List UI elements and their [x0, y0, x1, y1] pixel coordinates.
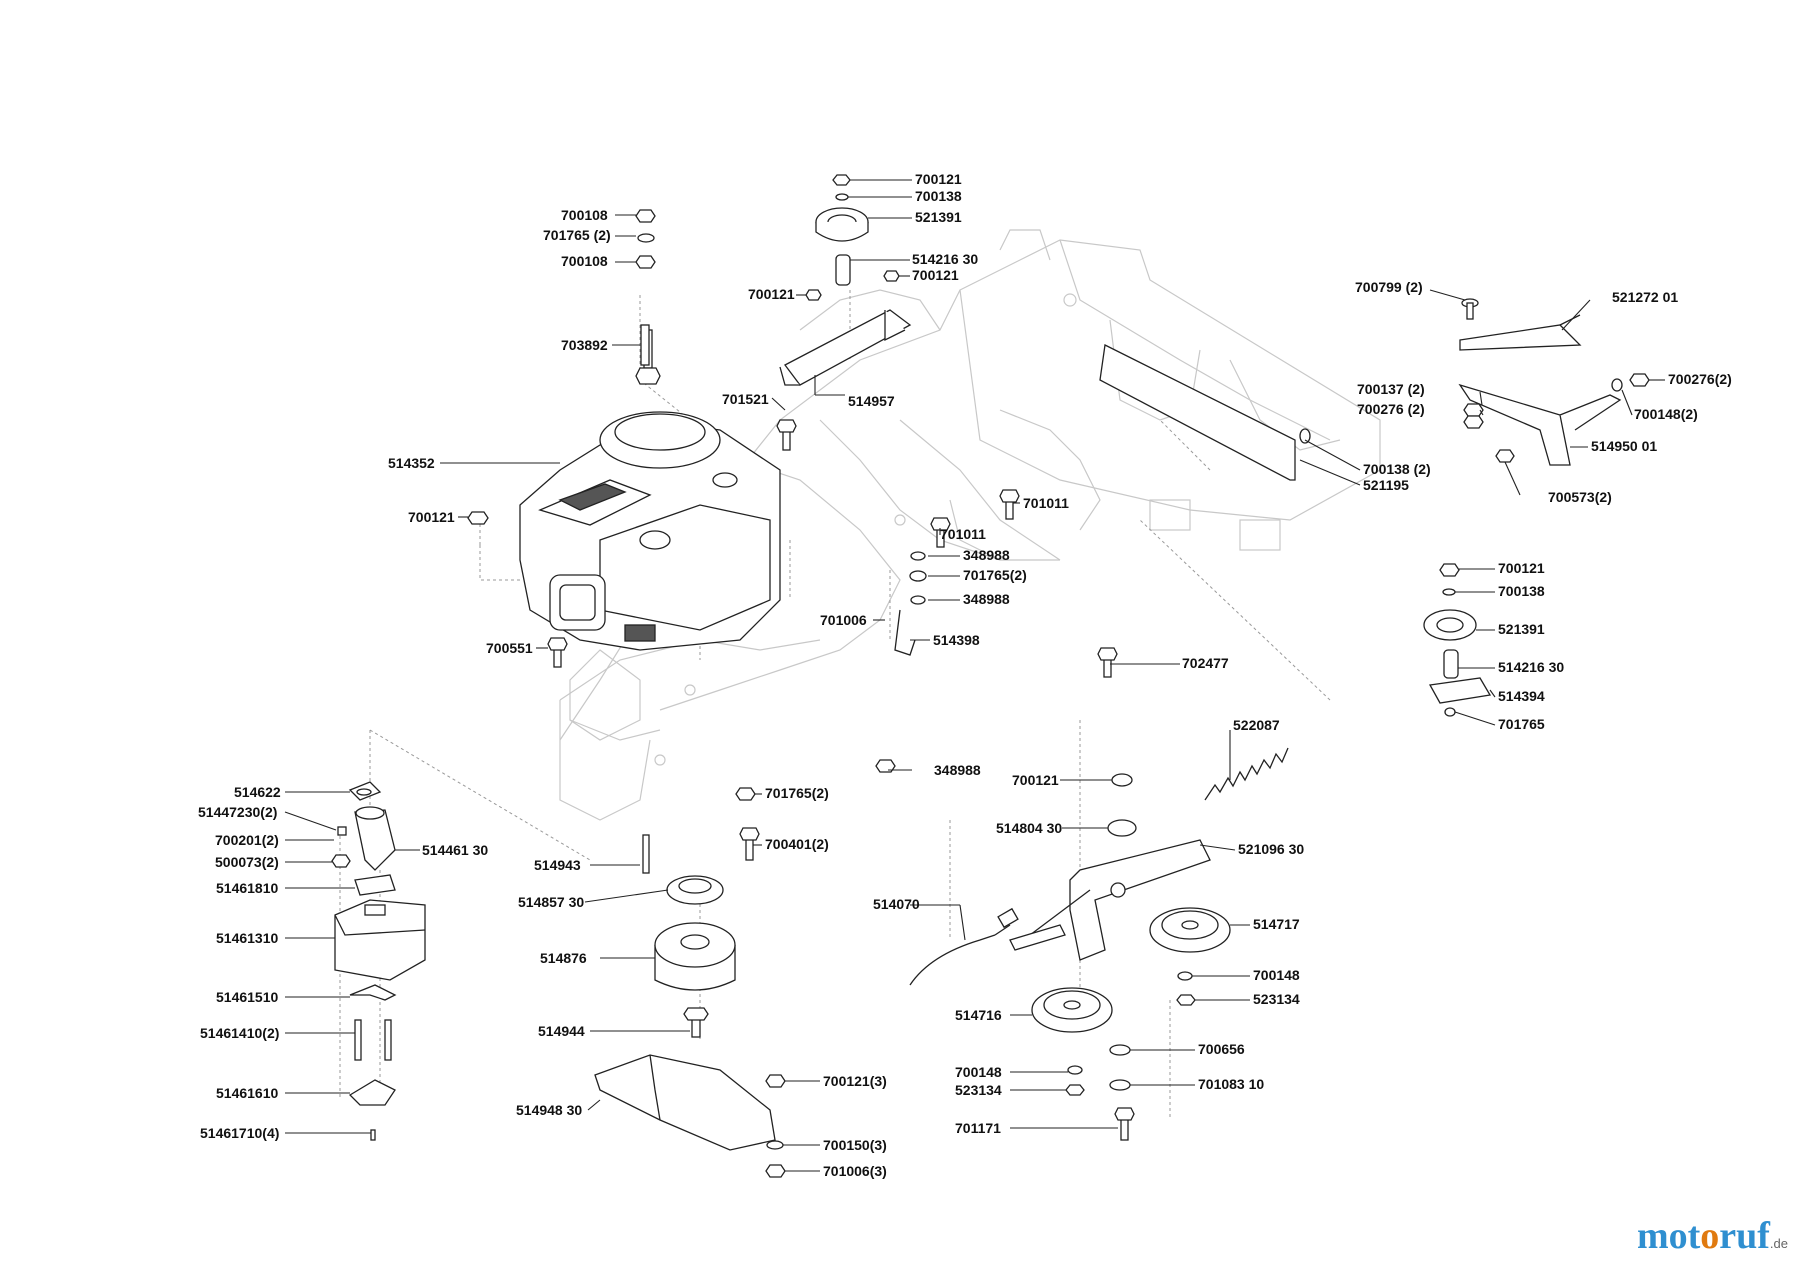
part-label: 700138 (2) — [1363, 461, 1431, 477]
part-label: 51461610 — [216, 1085, 279, 1101]
part-label: 514398 — [933, 632, 980, 648]
part-label: 514804 30 — [996, 820, 1062, 836]
part-label: 701006(3) — [823, 1163, 887, 1179]
part-label: 521272 01 — [1612, 289, 1678, 305]
spring-522087 — [1204, 747, 1289, 801]
part-label: 700138 — [1498, 583, 1545, 599]
part-label: 701765(2) — [963, 567, 1027, 583]
leader-lines — [284, 179, 1665, 1172]
part-label: 700121 — [915, 171, 962, 187]
part-label: 700121 — [408, 509, 455, 525]
part-label: 521391 — [915, 209, 962, 225]
part-label: 700108 — [561, 207, 608, 223]
part-label: 523134 — [955, 1082, 1002, 1098]
watermark-tld: .de — [1769, 1236, 1788, 1251]
muffler-assembly — [331, 781, 426, 1141]
part-label: 521391 — [1498, 621, 1545, 637]
part-label: 700121 — [1012, 772, 1059, 788]
part-label: 701765 (2) — [543, 227, 611, 243]
lower-pulleys — [1031, 907, 1231, 1096]
bolts — [467, 329, 1135, 1141]
part-label: 348988 — [934, 762, 981, 778]
tractor-frame — [559, 229, 1381, 821]
part-label: 51461710(4) — [200, 1125, 279, 1141]
part-label: 514957 — [848, 393, 895, 409]
part-label: 514717 — [1253, 916, 1300, 932]
part-label: 700121 — [912, 267, 959, 283]
part-label: 700276(2) — [1668, 371, 1732, 387]
right-upper-brackets — [1099, 298, 1650, 481]
part-label: 700148 — [955, 1064, 1002, 1080]
watermark-part: o — [1700, 1215, 1720, 1257]
clutch-assembly — [594, 834, 786, 1178]
part-label: 514716 — [955, 1007, 1002, 1023]
part-label: 701083 10 — [1198, 1076, 1264, 1092]
washers-nuts — [635, 209, 927, 801]
part-label: 514943 — [534, 857, 581, 873]
part-label: 701011 — [940, 526, 986, 542]
part-label: 701765(2) — [765, 785, 829, 801]
part-label: 514216 30 — [1498, 659, 1564, 675]
part-label: 514876 — [540, 950, 587, 966]
engine-514352 — [519, 411, 781, 651]
part-label: 348988 — [963, 547, 1010, 563]
part-label: 700121(3) — [823, 1073, 887, 1089]
part-label: 700108 — [561, 253, 608, 269]
part-label: 523134 — [1253, 991, 1300, 1007]
part-label: 522087 — [1233, 717, 1280, 733]
part-label: 701006 — [820, 612, 867, 628]
part-label: 701171 — [955, 1120, 1001, 1136]
part-label: 51461310 — [216, 930, 279, 946]
part-label: 521195 — [1363, 477, 1409, 493]
cable-514070 — [909, 907, 1019, 986]
watermark-part: mot — [1636, 1215, 1701, 1257]
part-label: 348988 — [963, 591, 1010, 607]
part-label: 514070 — [873, 896, 920, 912]
part-label: 702477 — [1182, 655, 1229, 671]
part-label: 700137 (2) — [1357, 381, 1425, 397]
part-labels: 700121 700138 521391 514216 30 700121 70… — [198, 171, 1732, 1179]
part-label: 700148 — [1253, 967, 1300, 983]
part-label: 701521 — [722, 391, 769, 407]
part-label: 700276 (2) — [1357, 401, 1425, 417]
watermark-part: ruf — [1719, 1215, 1770, 1257]
part-label: 514950 01 — [1591, 438, 1657, 454]
tensioner-arm — [1009, 773, 1211, 961]
part-label: 703892 — [561, 337, 608, 353]
part-label: 700573(2) — [1548, 489, 1612, 505]
part-label: 700401(2) — [765, 836, 829, 852]
part-label: 51461410(2) — [200, 1025, 279, 1041]
part-label: 700551 — [486, 640, 533, 656]
part-label: 521096 30 — [1238, 841, 1304, 857]
part-label: 700121 — [1498, 560, 1545, 576]
part-label: 514944 — [538, 1023, 585, 1039]
part-label: 700799 (2) — [1355, 279, 1423, 295]
part-label: 514394 — [1498, 688, 1545, 704]
part-label: 51461810 — [216, 880, 279, 896]
part-label: 700150(3) — [823, 1137, 887, 1153]
part-label: 500073(2) — [215, 854, 279, 870]
part-label: 514857 30 — [518, 894, 584, 910]
upper-pulley-assembly — [779, 174, 912, 386]
part-label: 700148(2) — [1634, 406, 1698, 422]
part-label: 701765 — [1498, 716, 1545, 732]
part-label: 700201(2) — [215, 832, 279, 848]
part-label: 700121 — [748, 286, 795, 302]
motoruf-watermark: motoruf.de — [1637, 1214, 1788, 1258]
part-label: 514216 30 — [912, 251, 978, 267]
part-label: 51461510 — [216, 989, 279, 1005]
part-label: 700656 — [1198, 1041, 1245, 1057]
right-pulley-assembly — [1423, 563, 1492, 717]
part-label: 51447230(2) — [198, 804, 277, 820]
part-label: 514352 — [388, 455, 435, 471]
part-label: 701011 — [1023, 495, 1069, 511]
part-label: 700138 — [915, 188, 962, 204]
part-label: 514461 30 — [422, 842, 488, 858]
part-label: 514622 — [234, 784, 281, 800]
part-label: 514948 30 — [516, 1102, 582, 1118]
